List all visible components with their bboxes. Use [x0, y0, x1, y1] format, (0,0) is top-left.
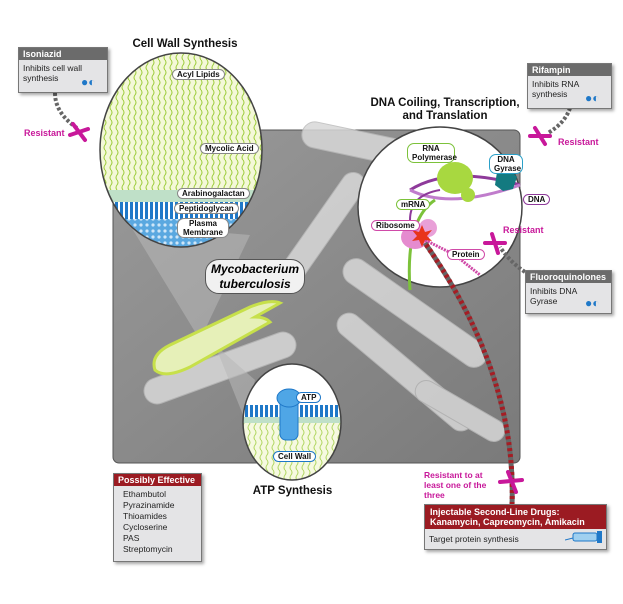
organism-line2: tuberculosis — [219, 277, 291, 291]
label-atp: ATP — [296, 392, 322, 403]
cell-wall-zoom-circle — [99, 52, 263, 248]
label-mrna: mRNA — [396, 199, 431, 210]
list-item: Pyrazinamide — [123, 500, 175, 510]
dna-title: DNA Coiling, Transcription, and Translat… — [365, 97, 525, 123]
resistant-label-rifampin: Resistant — [558, 137, 599, 147]
syringe-icon — [565, 531, 602, 543]
burst-icon — [412, 225, 432, 247]
zoom-cone-cell-wall — [130, 225, 250, 340]
drug-name-line2: Kanamycin, Capreomycin, Amikacin — [430, 517, 585, 527]
highlighted-bacillus — [152, 300, 284, 376]
label-mycolic-acid: Mycolic Acid — [200, 143, 259, 154]
drug-box-rifampin: Rifampin Inhibits RNA synthesis ●◐ — [527, 63, 612, 109]
cell-wall-title: Cell Wall Synthesis — [132, 38, 238, 50]
drug-box-fluoroquinolones: Fluoroquinolones Inhibits DNA Gyrase ●◐ — [525, 270, 612, 314]
dna-title-line1: DNA Coiling, Transcription, — [370, 97, 520, 109]
list-item: Ethambutol — [123, 489, 166, 499]
list-item: PAS — [123, 533, 140, 543]
label-cell-wall: Cell Wall — [273, 451, 317, 462]
label-dna-gyrase: DNA Gyrase — [489, 154, 523, 174]
label-acyl-lipids: Acyl Lipids — [172, 69, 225, 80]
drug-action: Inhibits RNA synthesis — [532, 79, 579, 99]
resistant-x-icon — [68, 122, 552, 494]
list-item: Streptomycin — [123, 544, 173, 554]
drug-box-injectable: Injectable Second-Line Drugs: Kanamycin,… — [424, 504, 607, 550]
fluoroquinolones-arrow — [498, 245, 527, 274]
organism-label: Mycobacterium tuberculosis — [205, 259, 305, 294]
drug-name: Fluoroquinolones — [526, 271, 611, 283]
atp-title: ATP Synthesis — [252, 485, 333, 497]
dna-gyrase-shape — [495, 169, 517, 191]
possibly-effective-box: Possibly Effective Ethambutol Pyrazinami… — [113, 473, 202, 562]
drug-name-line1: Injectable Second-Line Drugs: — [430, 507, 560, 517]
rifampin-arrow — [546, 107, 572, 135]
pill-icon: ●◐ — [585, 91, 600, 105]
list-item: Thioamides — [123, 511, 167, 521]
resistant-label-isoniazid: Resistant — [24, 128, 65, 138]
list-item: Cycloserine — [123, 522, 168, 532]
label-ribosome: Ribosome — [371, 220, 420, 231]
label-rna-polymerase: RNA Polymerase — [407, 143, 457, 163]
drug-action: Target protein synthesis — [429, 534, 519, 544]
pill-icon: ●◐ — [81, 75, 96, 89]
dna-zoom-circle — [357, 126, 523, 288]
label-plasma-membrane: Plasma Membrane — [177, 218, 229, 238]
possibly-effective-list: Ethambutol Pyrazinamide Thioamides Cyclo… — [114, 486, 201, 558]
label-protein: Protein — [447, 249, 485, 260]
atp-zoom-circle — [242, 363, 342, 481]
drug-name: Isoniazid — [19, 48, 107, 60]
resistant-label-fluoroquinolones: Resistant — [503, 225, 544, 235]
drug-action: Inhibits cell wall synthesis — [23, 63, 83, 83]
rna-polymerase-shape — [437, 162, 473, 194]
possibly-effective-title: Possibly Effective — [114, 474, 201, 486]
zoom-cone-atp — [215, 345, 255, 420]
drug-name: Rifampin — [528, 64, 611, 76]
organism-line1: Mycobacterium — [210, 262, 300, 276]
label-dna: DNA — [523, 194, 551, 205]
drug-box-isoniazid: Isoniazid Inhibits cell wall synthesis ●… — [18, 47, 108, 93]
label-arabinogalactan: Arabinogalactan — [177, 188, 250, 199]
pill-icon: ●◐ — [585, 296, 600, 310]
drug-name: Injectable Second-Line Drugs: Kanamycin,… — [425, 505, 606, 529]
drug-action: Inhibits DNA Gyrase — [530, 286, 577, 306]
resistant-label-injectable: Resistant to at least one of the three — [424, 470, 487, 500]
label-peptidoglycan: Peptidoglycan — [174, 203, 239, 214]
dna-title-line2: and Translation — [402, 110, 488, 122]
